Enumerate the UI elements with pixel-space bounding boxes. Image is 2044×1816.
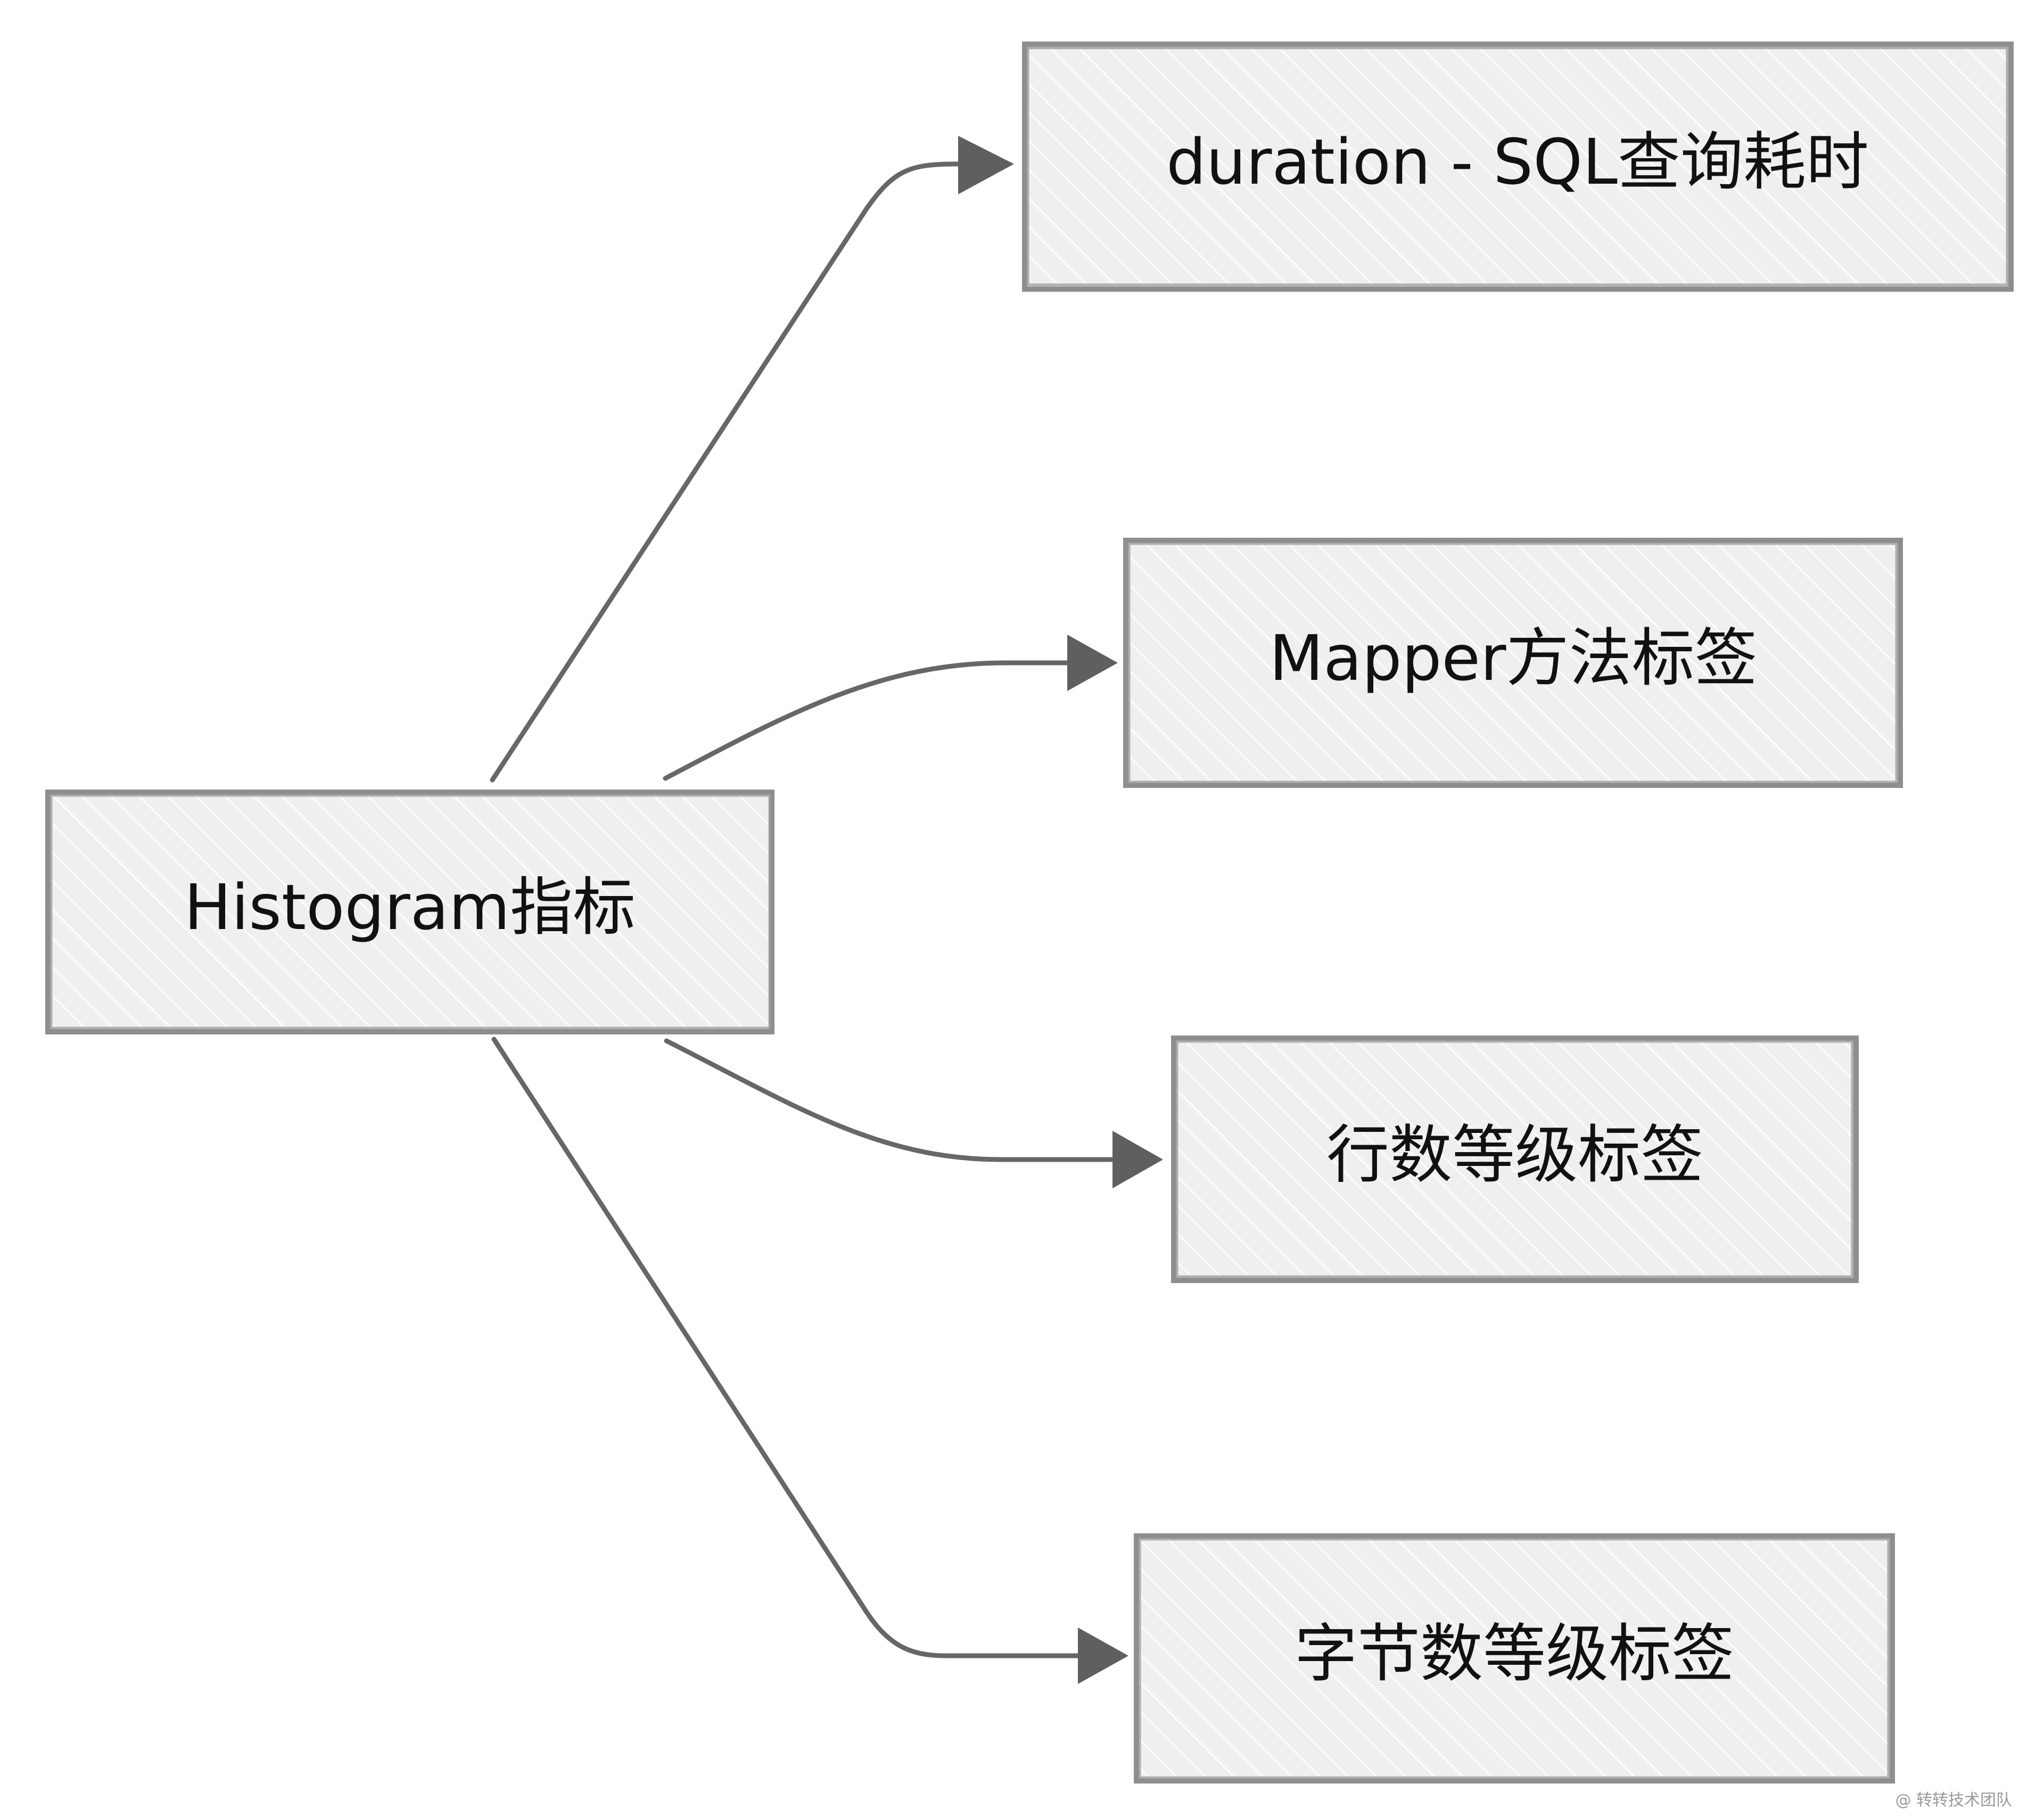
edge-to-mapper (663, 660, 1070, 781)
edges (490, 136, 1163, 1684)
watermark-text: @ 转转技术团队 (1895, 1791, 2012, 1810)
arrow-to-mapper (1067, 635, 1118, 691)
edge-to-bytes (491, 1037, 1081, 1658)
root-label: Histogram指标 (184, 870, 636, 944)
edge-to-rows (664, 1038, 1115, 1162)
root-node: Histogram指标 (45, 790, 774, 1034)
mapper-label: Mapper方法标签 (1269, 621, 1757, 695)
bytes-label: 字节数等级标签 (1295, 1617, 1734, 1690)
edge-to-duration (490, 161, 961, 783)
node-duration: duration - SQL查询耗时 (1022, 42, 2014, 292)
rows-label: 行数等级标签 (1326, 1118, 1703, 1192)
node-mapper: Mapper方法标签 (1123, 538, 1903, 788)
arrow-to-bytes (1078, 1628, 1128, 1684)
arrow-to-duration (958, 136, 1014, 194)
node-bytes: 字节数等级标签 (1134, 1533, 1895, 1784)
arrow-to-rows (1112, 1131, 1163, 1188)
node-rows: 行数等级标签 (1171, 1036, 1859, 1283)
duration-label: duration - SQL查询耗时 (1166, 125, 1869, 199)
